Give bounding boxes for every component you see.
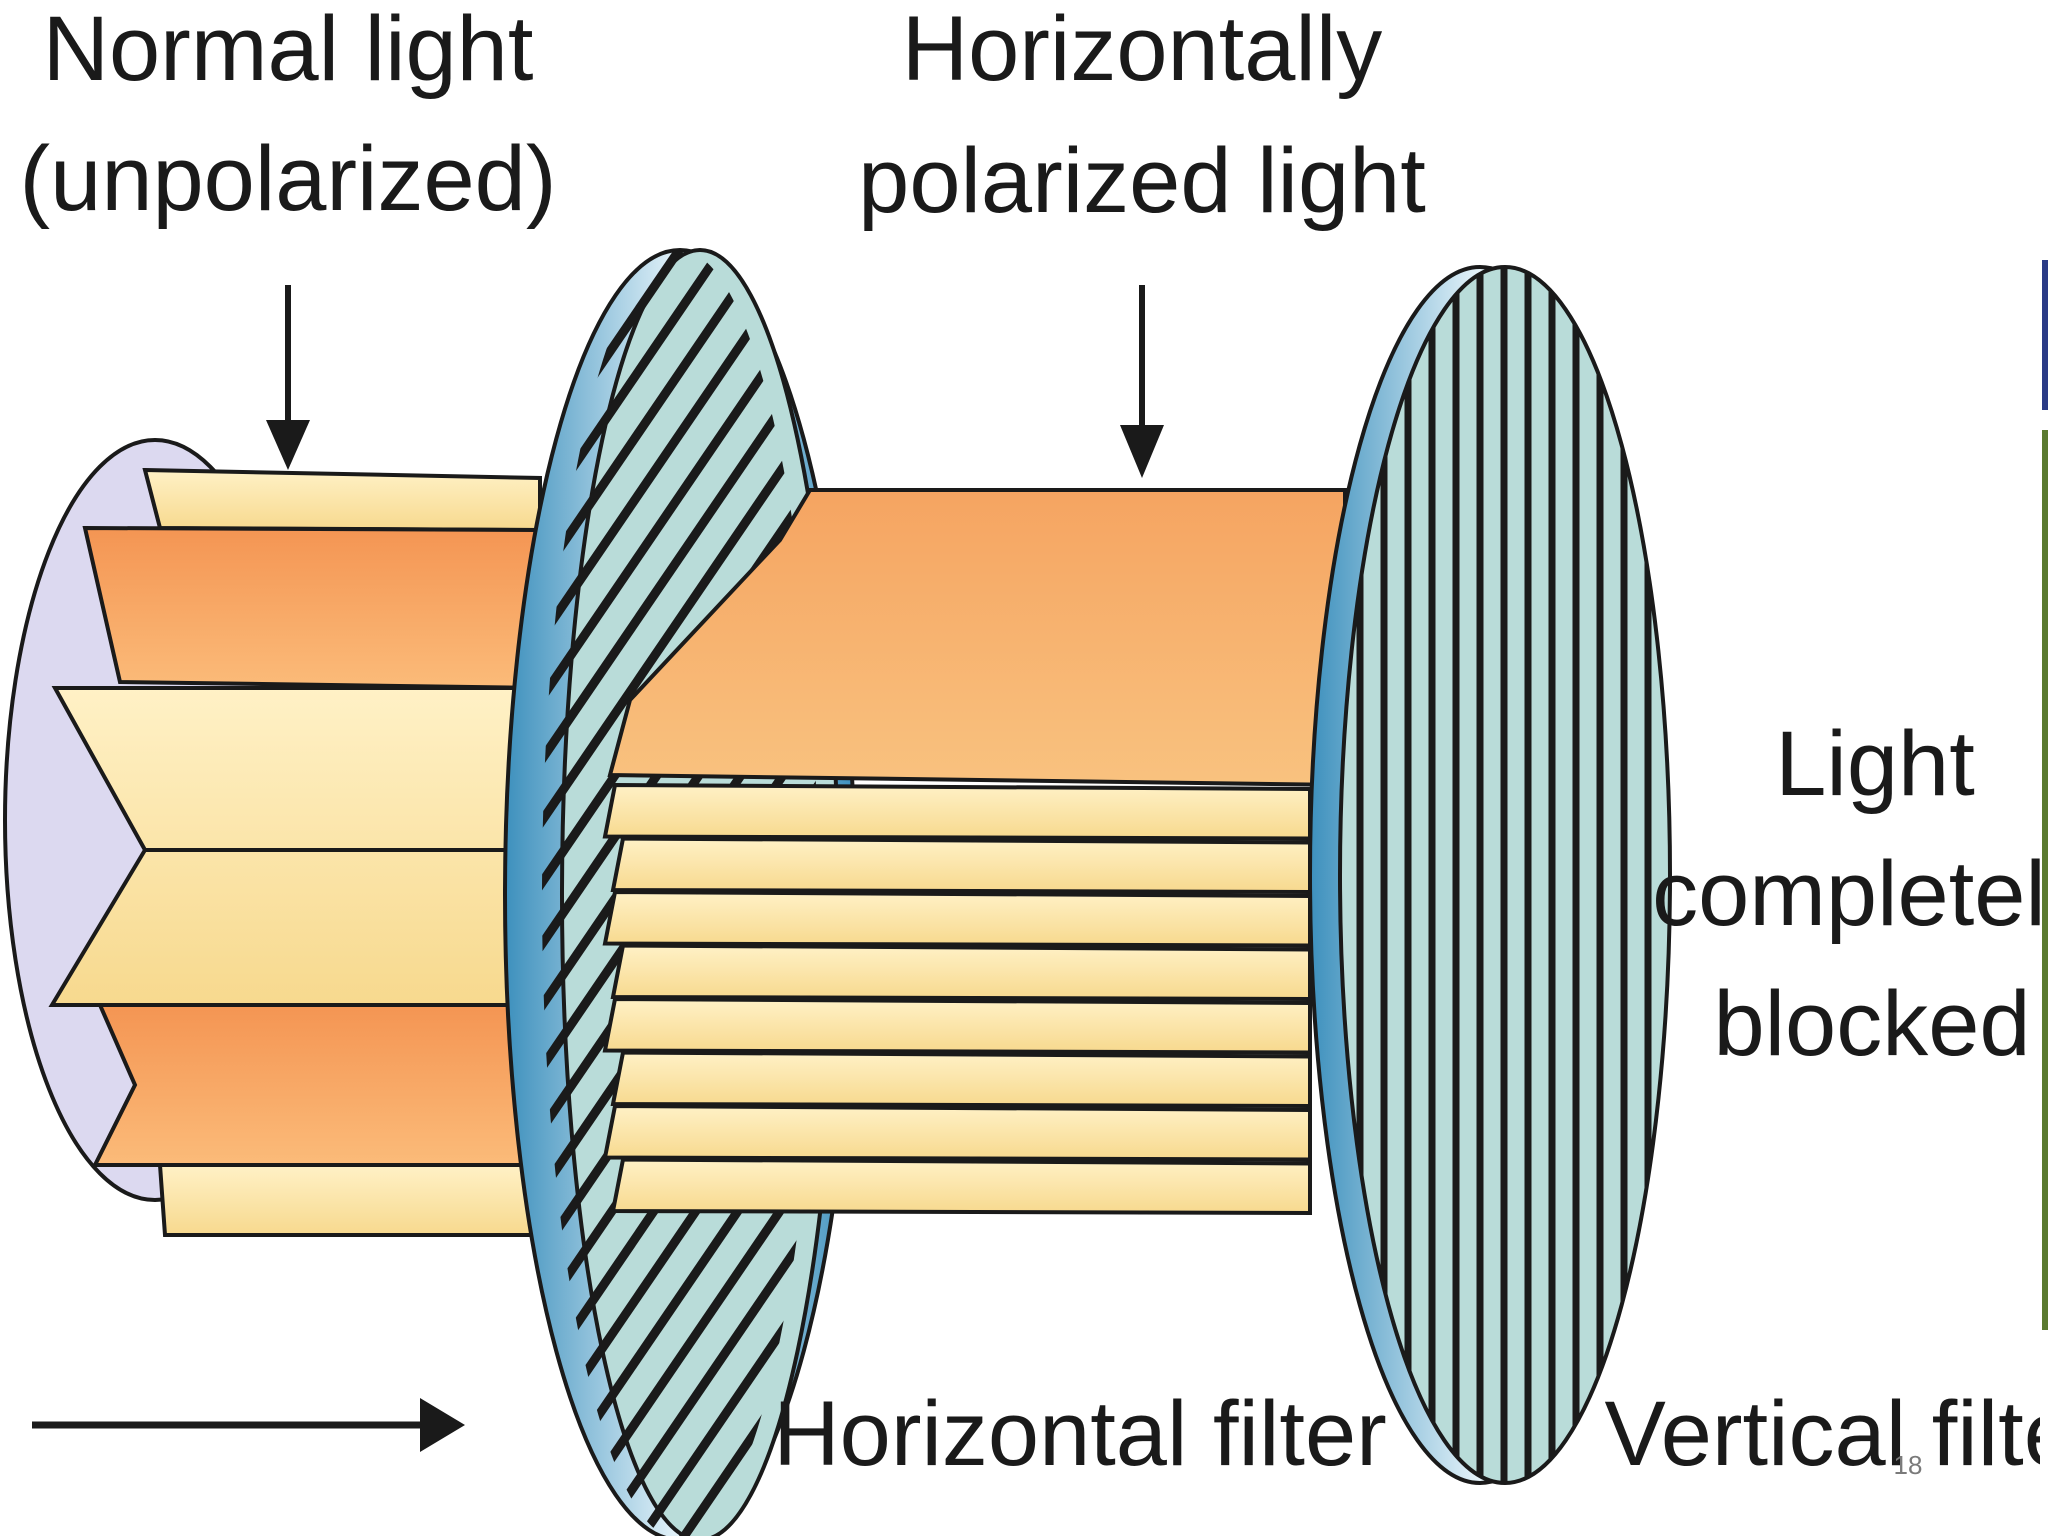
polarized-plate (602, 782, 1312, 841)
filter-hatch-line (580, 250, 818, 1536)
polarized-plate (610, 1157, 1312, 1216)
label-horizontally-polarized-line2: polarized light (858, 130, 1426, 232)
polarized-plate (610, 943, 1312, 1002)
label-normal-light: Normal light (unpolarized) (20, 0, 557, 230)
label-horizontally-polarized-line1: Horizontally (902, 0, 1383, 100)
polarized-plate (610, 836, 1312, 895)
arrow-down-icon (1120, 285, 1164, 478)
filter-hatch-line (542, 250, 818, 1536)
page-number: 18 (1894, 1450, 1923, 1480)
filter-hatch-line (622, 250, 818, 1536)
filter-hatch-line (542, 250, 818, 1536)
filter-hatch-line (542, 250, 774, 1536)
arrow-down-icon (266, 285, 310, 470)
polarized-plate (610, 1050, 1312, 1109)
filter-hatch-line (542, 250, 818, 1536)
filter-hatch-line (542, 250, 818, 1536)
filter-hatch-line (542, 250, 816, 1536)
filter-hatch-line (542, 250, 818, 1536)
label-horizontal-filter: Horizontal filter (773, 1383, 1387, 1485)
label-light-blocked-line3: blocked (1713, 973, 2030, 1075)
polarized-plate (602, 889, 1312, 948)
label-normal-light-line1: Normal light (43, 0, 534, 100)
vertical-filter (1308, 265, 1672, 1485)
slide-edge-accent (2042, 260, 2048, 410)
label-normal-light-line2: (unpolarized) (20, 128, 557, 230)
label-light-blocked: Light completely blocked (1652, 713, 2048, 1075)
label-light-blocked-line2: completely (1652, 843, 2048, 945)
filter-hatch-line (542, 250, 818, 1536)
label-light-blocked-line1: Light (1775, 713, 1975, 815)
label-horizontally-polarized: Horizontally polarized light (858, 0, 1426, 232)
slide-edge-strip (2042, 430, 2048, 1330)
label-vertical-filter: Vertical filter (1604, 1383, 2048, 1485)
unpolarized-beam (48, 467, 542, 1237)
polarized-plate (602, 1103, 1312, 1162)
arrow-right-icon (32, 1398, 465, 1452)
polarized-plate (602, 996, 1312, 1055)
